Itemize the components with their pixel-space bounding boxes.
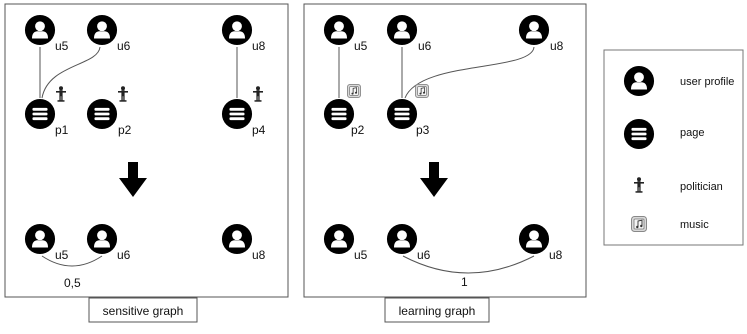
edge-weight-label: 0,5 <box>64 276 81 290</box>
node-label: u5 <box>354 248 368 262</box>
user-profile-icon <box>323 14 355 46</box>
user-profile-icon <box>24 14 56 46</box>
node-label: u5 <box>55 248 69 262</box>
user-node-u6: u6 <box>386 223 431 262</box>
user-profile-icon <box>221 14 253 46</box>
user-profile-icon <box>86 14 118 46</box>
node-label: u6 <box>117 248 131 262</box>
node-label: u8 <box>252 39 266 53</box>
edge-u6-p1 <box>41 46 101 99</box>
node-label: u6 <box>117 39 131 53</box>
user-node-u5: u5 <box>323 14 368 53</box>
politician-icon <box>56 86 66 102</box>
legend-border <box>603 49 744 246</box>
node-label: p2 <box>118 123 132 137</box>
user-profile-icon <box>386 14 418 46</box>
user-node-u8: u8 <box>221 223 266 262</box>
user-node-u8: u8 <box>518 223 563 262</box>
page-icon <box>24 98 56 130</box>
legend-item-politician: politician <box>634 177 723 193</box>
node-label: p4 <box>252 123 266 137</box>
user-profile-icon <box>86 223 118 255</box>
caption-label: learning graph <box>399 304 476 318</box>
page-node-p2: p2 <box>86 86 132 137</box>
page-icon <box>386 98 418 130</box>
node-label: u6 <box>417 248 431 262</box>
node-label: u8 <box>550 39 564 53</box>
page-icon <box>221 98 253 130</box>
down-arrow-icon <box>119 162 147 197</box>
legend-item-user-profile: user profile <box>623 65 734 97</box>
user-profile-icon <box>323 223 355 255</box>
legend-item-music: music <box>631 216 709 232</box>
node-label: p1 <box>55 123 69 137</box>
legend-label: politician <box>680 181 723 193</box>
legend: user profile page politician music <box>603 49 744 246</box>
node-label: u8 <box>252 248 266 262</box>
user-node-u8: u8 <box>518 14 564 53</box>
politician-icon <box>253 86 263 102</box>
node-label: p2 <box>351 123 365 137</box>
caption-label: sensitive graph <box>103 304 184 318</box>
page-icon <box>323 98 355 130</box>
edge-u5-u6 <box>41 255 103 267</box>
edge-u8-p3 <box>404 46 535 99</box>
page-node-p4: p4 <box>221 86 266 137</box>
page-node-p2: p2 <box>323 84 365 137</box>
node-label: u5 <box>354 39 368 53</box>
user-node-u6: u6 <box>86 223 131 262</box>
politician-icon <box>634 177 644 193</box>
user-profile-icon <box>518 223 550 255</box>
user-node-u5: u5 <box>24 14 69 53</box>
user-node-u6: u6 <box>86 14 131 53</box>
user-node-u5: u5 <box>323 223 368 262</box>
node-label: u5 <box>55 39 69 53</box>
learning-graph-panel: u5 u6 u8 p2 p3 1 u5 <box>303 3 587 298</box>
music-icon <box>415 84 429 98</box>
user-profile-icon <box>518 14 550 46</box>
user-profile-icon <box>623 65 655 97</box>
learning-graph-caption: learning graph <box>384 297 490 323</box>
user-profile-icon <box>24 223 56 255</box>
down-arrow-icon <box>420 162 448 197</box>
sensitive-panel-border <box>4 3 289 298</box>
legend-label: music <box>680 219 709 231</box>
edge-u6-u8 <box>402 255 535 274</box>
legend-item-page: page <box>623 118 704 150</box>
user-node-u6: u6 <box>386 14 432 53</box>
user-node-u8: u8 <box>221 14 266 53</box>
music-icon <box>347 84 361 98</box>
user-profile-icon <box>386 223 418 255</box>
music-icon <box>631 216 647 232</box>
legend-label: page <box>680 127 704 139</box>
edge-weight-label: 1 <box>461 275 468 289</box>
page-node-p3: p3 <box>386 84 430 137</box>
sensitive-graph-caption: sensitive graph <box>88 297 198 323</box>
sensitive-graph-panel: u5 u6 u8 p1 p2 p4 0,5 <box>4 3 289 298</box>
politician-icon <box>118 86 128 102</box>
page-icon <box>86 98 118 130</box>
legend-label: user profile <box>680 76 734 88</box>
page-node-p1: p1 <box>24 86 69 137</box>
node-label: u8 <box>549 248 563 262</box>
node-label: u6 <box>418 39 432 53</box>
user-node-u5: u5 <box>24 223 69 262</box>
page-icon <box>623 118 655 150</box>
node-label: p3 <box>416 123 430 137</box>
learning-panel-border <box>303 3 587 298</box>
user-profile-icon <box>221 223 253 255</box>
